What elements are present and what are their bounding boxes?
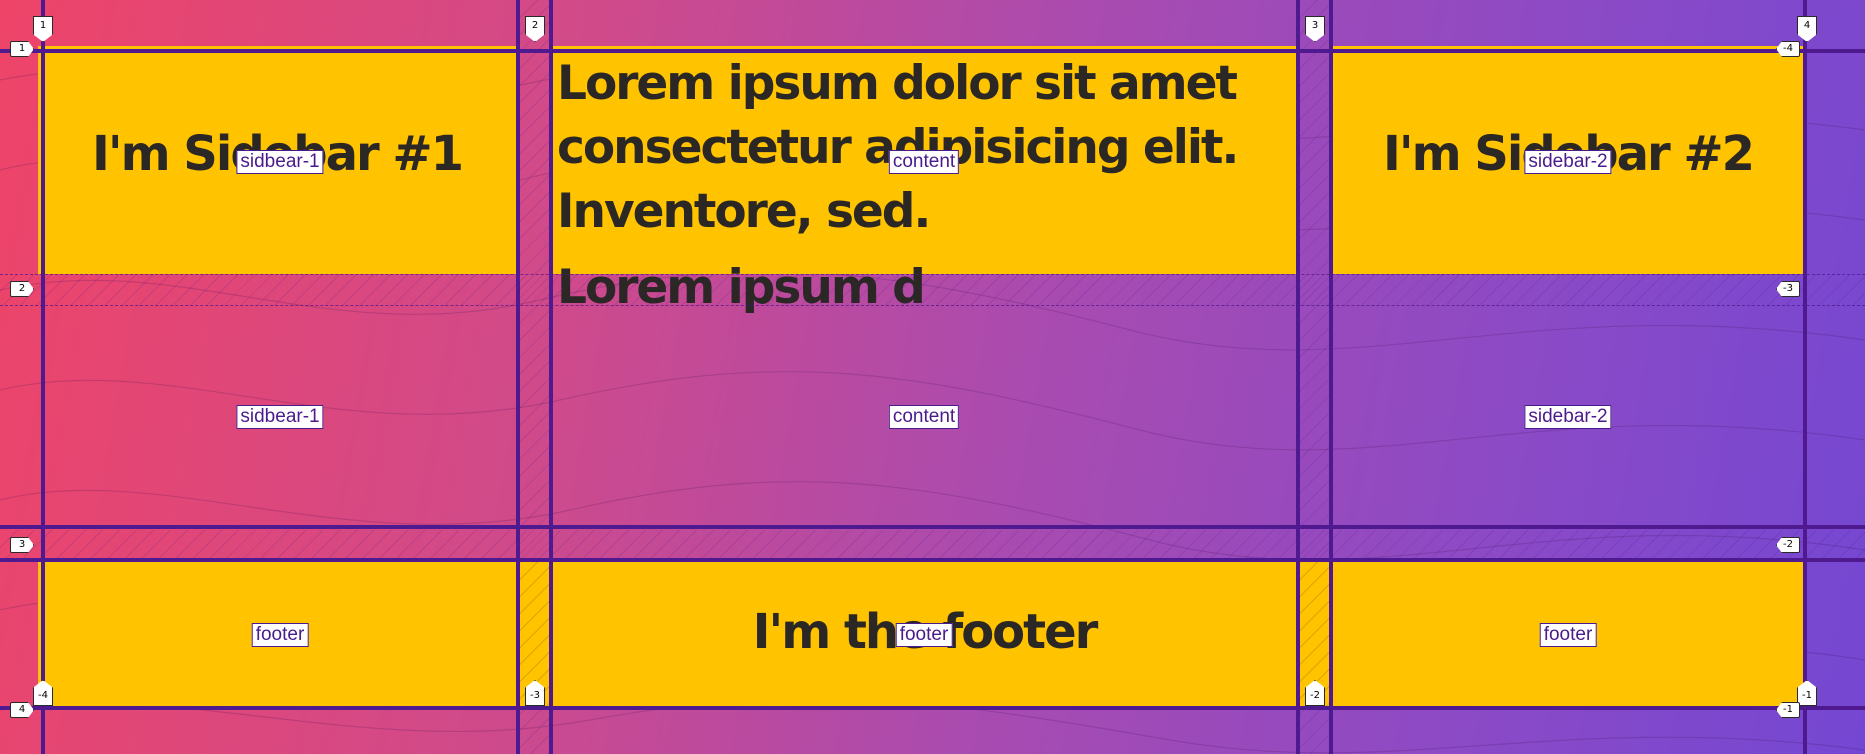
area-label-content: content (888, 405, 960, 429)
column-line-3b (1329, 0, 1333, 754)
row-line-dashed-a (0, 274, 1865, 275)
column-tag-top-4: 4 (1797, 16, 1817, 42)
column-tag-bottom-1: -4 (33, 680, 53, 706)
row-line-3a (0, 525, 1865, 529)
row-line-4 (0, 706, 1865, 710)
column-line-1 (41, 0, 45, 754)
area-label-sidebar-2-top: sidebar-2 (1524, 150, 1612, 174)
row-tag-right-1: -4 (1776, 41, 1800, 57)
row-line-3b (0, 558, 1865, 562)
row-gap (0, 530, 1865, 560)
column-line-4 (1803, 0, 1807, 754)
row-tag-left-4: 4 (10, 702, 34, 718)
area-label-sidebar-1-top: sidbear-1 (236, 150, 324, 174)
area-label-sidebar-1: sidbear-1 (236, 405, 324, 429)
content-area: Lorem ipsum dolor sit amet consectetur a… (553, 46, 1296, 274)
column-tag-top-3: 3 (1305, 16, 1325, 42)
row-tag-left-3: 3 (10, 537, 34, 553)
row-tag-right-3: -2 (1776, 537, 1800, 553)
content-text: Lorem ipsum dolor sit amet consectetur a… (557, 56, 1239, 239)
column-line-3a (1296, 0, 1300, 754)
area-label-footer-right: footer (1539, 623, 1597, 647)
area-label-sidebar-2: sidebar-2 (1524, 405, 1612, 429)
column-tag-bottom-4: -1 (1797, 680, 1817, 706)
row-line-dashed-b (0, 305, 1865, 306)
area-label-content-top: content (888, 150, 960, 174)
column-line-2b (549, 0, 553, 754)
area-label-footer-left: footer (251, 623, 309, 647)
column-tag-bottom-2: -3 (525, 680, 545, 706)
row-tag-left-1: 1 (10, 41, 34, 57)
row-overflow-band (0, 274, 1865, 306)
column-tag-top-1: 1 (33, 16, 53, 42)
row-tag-right-4: -1 (1776, 702, 1800, 718)
column-tag-top-2: 2 (525, 16, 545, 42)
column-line-2a (516, 0, 520, 754)
column-tag-bottom-3: -2 (1305, 680, 1325, 706)
row-tag-right-2: -3 (1776, 281, 1800, 297)
row-tag-left-2: 2 (10, 281, 34, 297)
row-line-1 (0, 49, 1865, 53)
area-label-footer-center: footer (895, 623, 953, 647)
